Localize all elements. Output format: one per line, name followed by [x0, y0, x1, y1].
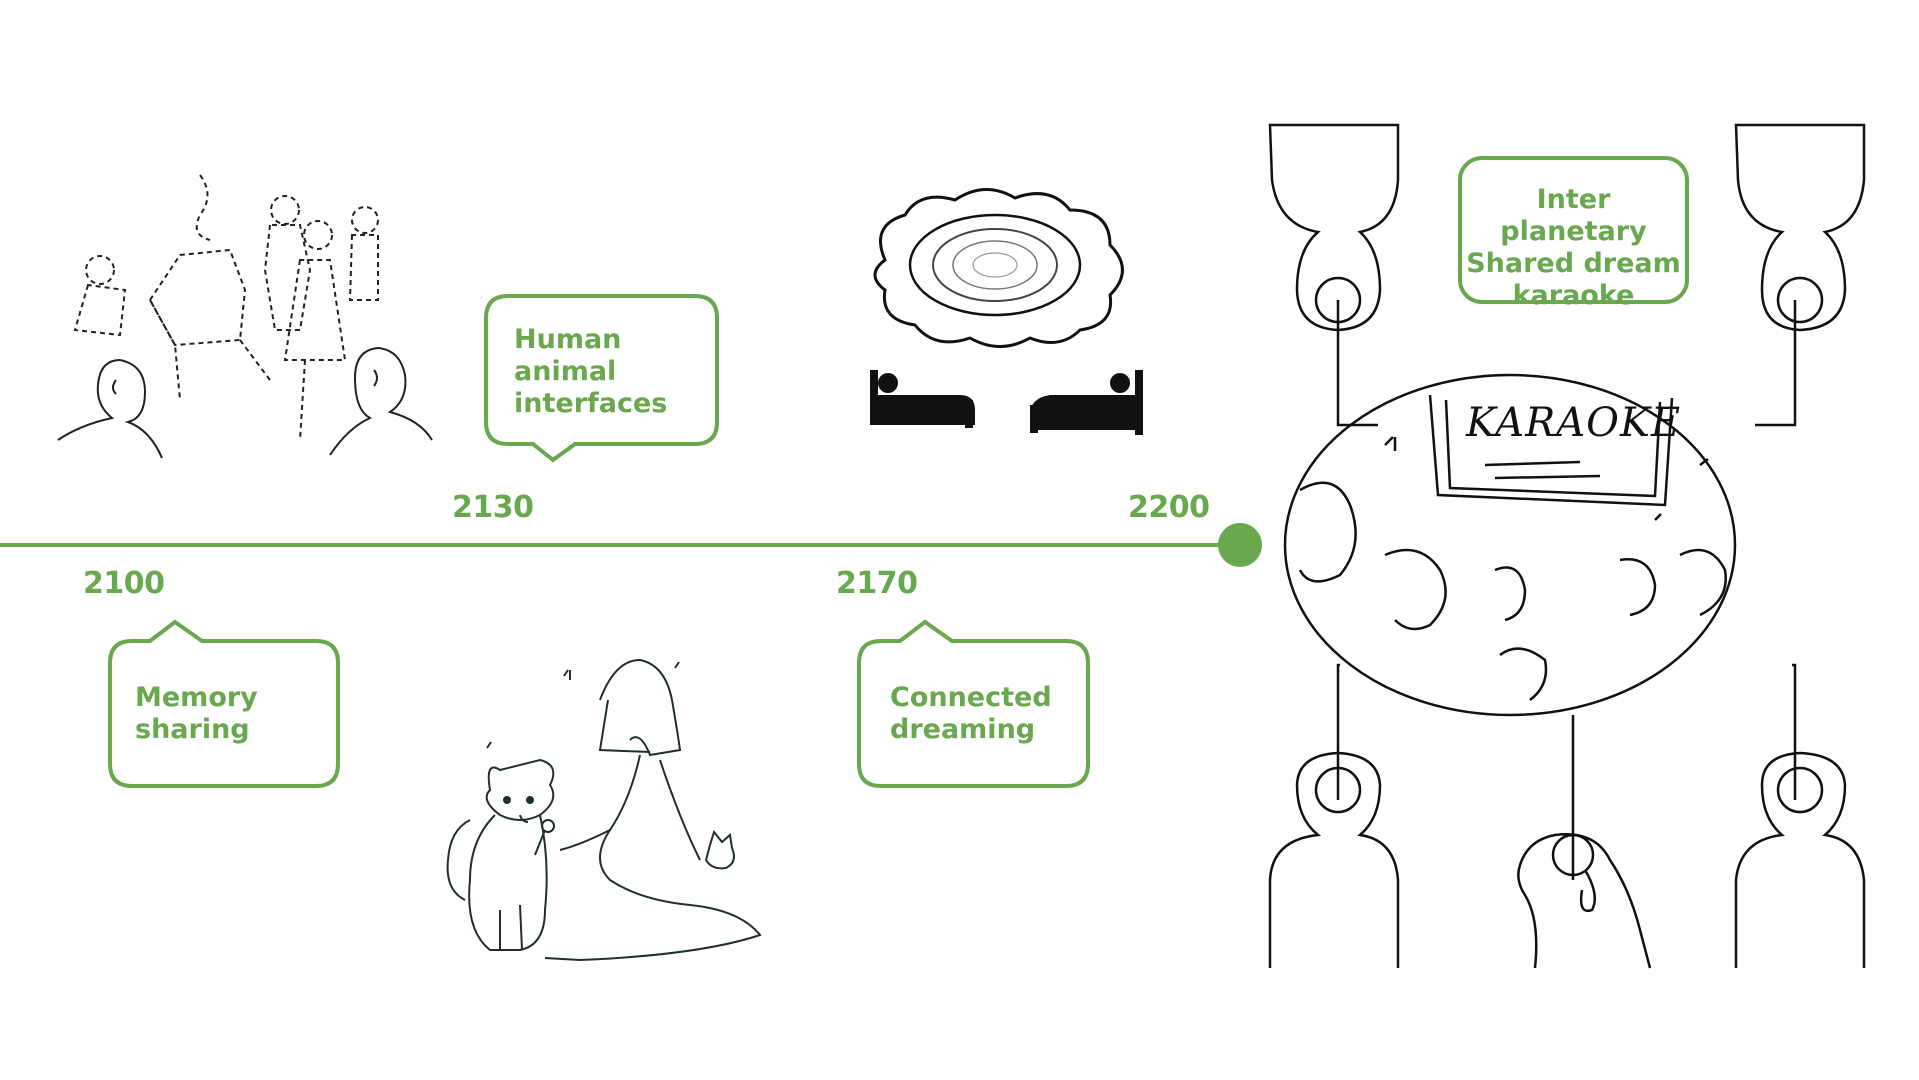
year-2170: 2170 [836, 566, 918, 601]
label-connected-dreaming: Connected dreaming [890, 682, 1052, 745]
karaoke-screen-text: KARAOKE [1466, 400, 1682, 446]
label-human-animal-interfaces: Human animal interfaces [514, 324, 668, 419]
karaoke-illustration [1268, 123, 1866, 969]
human-animal-illustration [446, 658, 762, 962]
label-memory-sharing: Memory sharing [135, 682, 258, 745]
memory-sharing-illustration [57, 174, 433, 459]
bubble-karaoke [1458, 156, 1689, 304]
bubble-human-animal [484, 294, 719, 463]
bubble-memory-sharing [108, 619, 340, 788]
year-2100: 2100 [83, 566, 165, 601]
label-interplanetary-karaoke: Inter planetary Shared dream karaoke [1466, 184, 1681, 311]
year-2200: 2200 [1128, 490, 1210, 525]
timeline-end-dot [1218, 523, 1262, 567]
year-2130: 2130 [452, 490, 534, 525]
connected-dreaming-illustration [870, 188, 1143, 435]
bubble-connected-dreaming [857, 619, 1090, 788]
